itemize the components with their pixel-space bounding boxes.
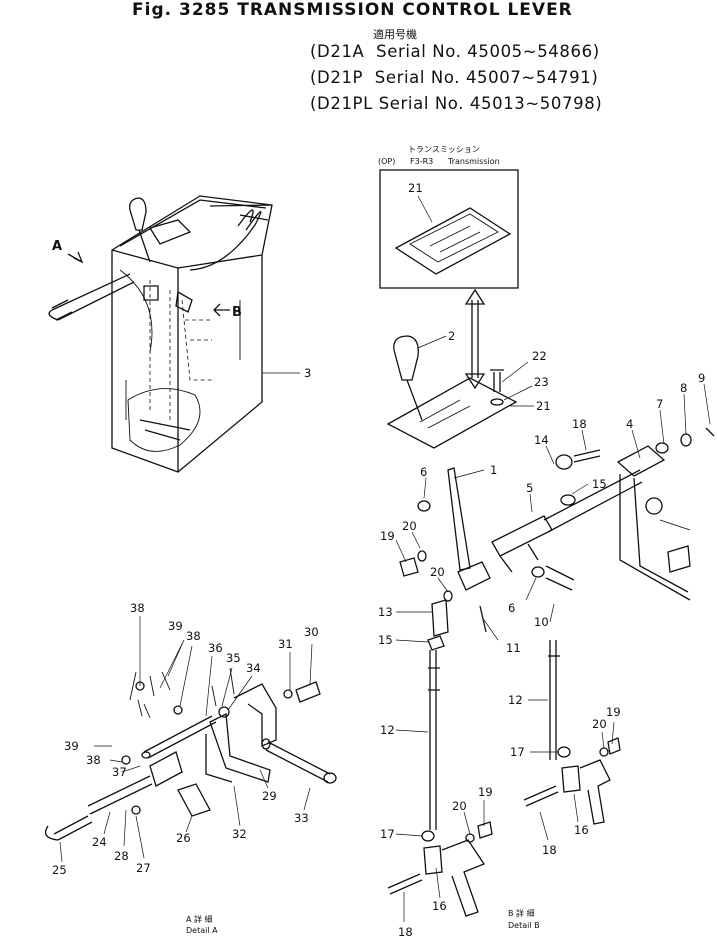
leader-lines [59, 335, 711, 922]
callout-14: 14 [534, 433, 549, 447]
callout-39: 39 [64, 739, 79, 753]
callout-31: 31 [278, 637, 293, 651]
callout-35: 35 [226, 651, 241, 665]
callout-12: 12 [508, 693, 523, 707]
callout-19: 19 [380, 529, 395, 543]
callout-18: 18 [542, 843, 557, 857]
callout-17: 17 [380, 827, 395, 841]
shift-assembly [386, 335, 715, 917]
callout-26: 26 [176, 831, 191, 845]
callout-12: 12 [380, 723, 395, 737]
detail-a-en-label: Detail A [186, 926, 218, 935]
callout-1: 1 [490, 463, 497, 477]
callout-29: 29 [262, 789, 277, 803]
exchange-arrow [464, 288, 486, 390]
callout-15: 15 [378, 633, 393, 647]
callout-23: 23 [534, 375, 549, 389]
applicable-models-label: 適用号機 [373, 28, 417, 41]
callout-34: 34 [246, 661, 261, 675]
callout-13: 13 [378, 605, 393, 619]
option-transmission-box: トランスミッション (OP) F3-R3 Transmission 21 [378, 145, 519, 289]
callout-8: 8 [680, 381, 687, 395]
callout-18: 18 [398, 925, 413, 939]
callout-25: 25 [52, 863, 67, 877]
callout-2: 2 [448, 329, 455, 343]
callout-19: 19 [606, 705, 621, 719]
callout-38: 38 [86, 753, 101, 767]
callout-22: 22 [532, 349, 547, 363]
callout-20: 20 [452, 799, 467, 813]
callout-37: 37 [112, 765, 127, 779]
serial-line-d21p: (D21P Serial No. 45007~54791) [310, 68, 599, 87]
callout-6: 6 [420, 465, 427, 479]
callout-17: 17 [510, 745, 525, 759]
callout-5: 5 [526, 481, 533, 495]
callout-18: 18 [572, 417, 587, 431]
callout-20: 20 [430, 565, 445, 579]
callout-4: 4 [626, 417, 633, 431]
callout-28: 28 [114, 849, 129, 863]
callout-19: 19 [478, 785, 493, 799]
option-en-label: Transmission [447, 157, 500, 166]
detail-a-assembly [44, 667, 337, 841]
option-op-label: (OP) [378, 157, 395, 166]
callout-39: 39 [168, 619, 183, 633]
option-jp-label: トランスミッション [408, 145, 480, 154]
option-gear-label: F3-R3 [410, 157, 433, 166]
view-arrow-b-label: B [232, 305, 242, 320]
callout-10: 10 [534, 615, 549, 629]
callout-7: 7 [656, 397, 663, 411]
callout-20: 20 [402, 519, 417, 533]
callout-16: 16 [574, 823, 589, 837]
callout-9: 9 [698, 371, 705, 385]
callout-20: 20 [592, 717, 607, 731]
callout-27: 27 [136, 861, 151, 875]
callout-21: 21 [536, 399, 551, 413]
callout-6: 6 [508, 601, 515, 615]
serial-line-d21pl: (D21PL Serial No. 45013~50798) [310, 94, 603, 113]
serial-line-d21a: (D21A Serial No. 45005~54866) [310, 42, 600, 61]
callout-32: 32 [232, 827, 247, 841]
figure-title: Fig. 3285 TRANSMISSION CONTROL LEVER [132, 0, 573, 20]
callout-15: 15 [592, 477, 607, 491]
callout-33: 33 [294, 811, 309, 825]
callout-3: 3 [304, 366, 311, 380]
callout-24: 24 [92, 835, 107, 849]
callout-38: 38 [130, 601, 145, 615]
callout-38: 38 [186, 629, 201, 643]
detail-b-jp-label: B 詳 細 [508, 908, 535, 918]
detail-b-en-label: Detail B [508, 921, 540, 930]
callout-11: 11 [506, 641, 521, 655]
detail-a-jp-label: A 詳 細 [186, 914, 213, 924]
callout-21-option: 21 [408, 181, 423, 195]
callout-16: 16 [432, 899, 447, 913]
view-arrow-a-label: A [52, 239, 62, 254]
callout-30: 30 [304, 625, 319, 639]
callout-numbers: 3 2 22 23 21 18 14 4 7 8 9 1 6 15 5 20 1… [52, 329, 705, 939]
control-housing: A B [48, 195, 273, 473]
callout-36: 36 [208, 641, 223, 655]
